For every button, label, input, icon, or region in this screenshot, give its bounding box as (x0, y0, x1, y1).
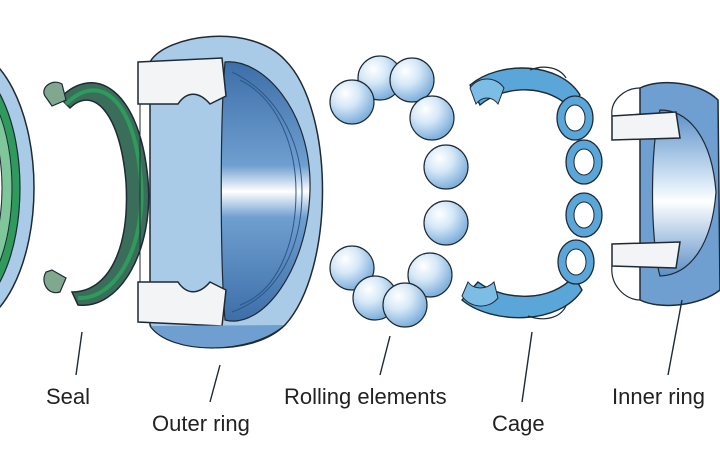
inner-ring-part (611, 81, 720, 307)
rolling-elements-leader-line (379, 335, 391, 376)
seal-part (43, 81, 150, 306)
ball (423, 200, 469, 246)
inner-ring-label: Inner ring (612, 384, 705, 409)
seal-leader-line (75, 331, 83, 376)
rolling-elements-part (329, 55, 469, 328)
cage-part (460, 66, 603, 320)
ball (423, 144, 469, 190)
ball (382, 282, 428, 328)
outer-ring-leader-line (209, 364, 221, 403)
ball (409, 95, 455, 141)
ball (407, 252, 453, 298)
leader-lines (75, 299, 683, 403)
assembled-bearing-partial (0, 67, 35, 309)
inner-ring-leader-line (667, 299, 683, 376)
cage-leader-line (521, 331, 533, 403)
outer-ring-label: Outer ring (152, 411, 250, 436)
ball (329, 79, 375, 125)
cage-label: Cage (492, 411, 545, 436)
rolling-elements-label: Rolling elements (284, 384, 447, 409)
seal-label: Seal (46, 384, 91, 409)
outer-ring-part (137, 35, 324, 349)
ball (389, 57, 435, 103)
